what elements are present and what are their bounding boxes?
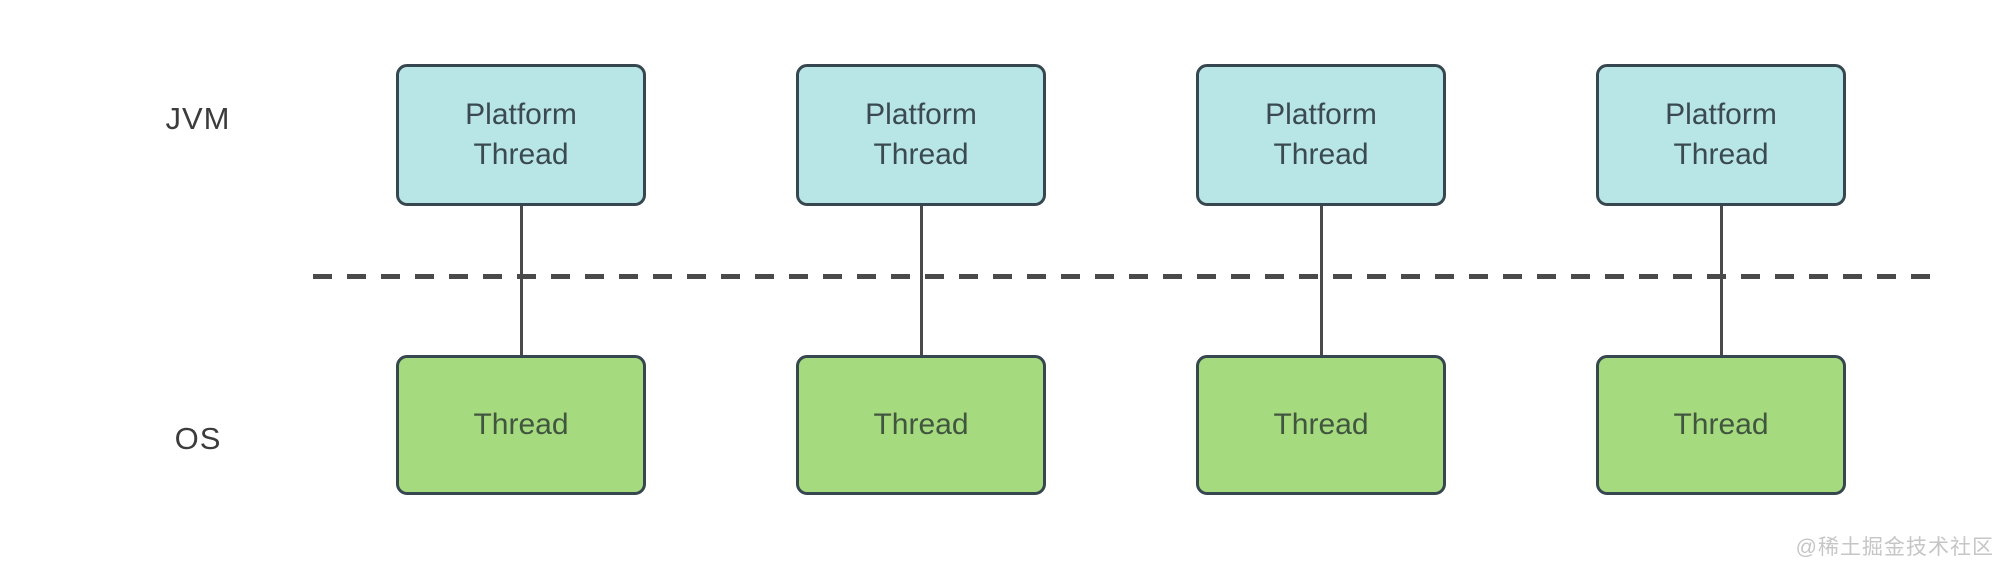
thread-column: Platform Thread Thread xyxy=(1596,0,1846,562)
watermark-text: @稀土掘金技术社区 xyxy=(1795,536,1994,559)
jvm-layer-label: JVM xyxy=(165,101,231,136)
os-thread-box: Thread xyxy=(1196,355,1446,495)
platform-thread-box: Platform Thread xyxy=(396,64,646,206)
thread-column: Platform Thread Thread xyxy=(1196,0,1446,562)
thread-connector-line xyxy=(519,206,523,355)
platform-thread-label: Platform Thread xyxy=(1265,98,1377,171)
thread-connector-line xyxy=(919,206,923,355)
thread-connector-line xyxy=(1719,206,1723,355)
os-thread-label: Thread xyxy=(1273,408,1369,441)
os-thread-box: Thread xyxy=(396,355,646,495)
platform-thread-label: Platform Thread xyxy=(465,98,577,171)
platform-thread-box: Platform Thread xyxy=(796,64,1046,206)
os-thread-label: Thread xyxy=(873,408,969,441)
os-thread-label: Thread xyxy=(473,408,569,441)
platform-thread-box: Platform Thread xyxy=(1196,64,1446,206)
thread-column: Platform Thread Thread xyxy=(796,0,1046,562)
os-thread-box: Thread xyxy=(1596,355,1846,495)
platform-thread-box: Platform Thread xyxy=(1596,64,1846,206)
os-thread-label: Thread xyxy=(1673,408,1769,441)
platform-thread-label: Platform Thread xyxy=(865,98,977,171)
os-layer-label: OS xyxy=(174,421,222,456)
thread-column: Platform Thread Thread xyxy=(396,0,646,562)
platform-thread-label: Platform Thread xyxy=(1665,98,1777,171)
jvm-os-boundary-dashed-line xyxy=(313,274,1935,279)
thread-connector-line xyxy=(1319,206,1323,355)
os-thread-box: Thread xyxy=(796,355,1046,495)
